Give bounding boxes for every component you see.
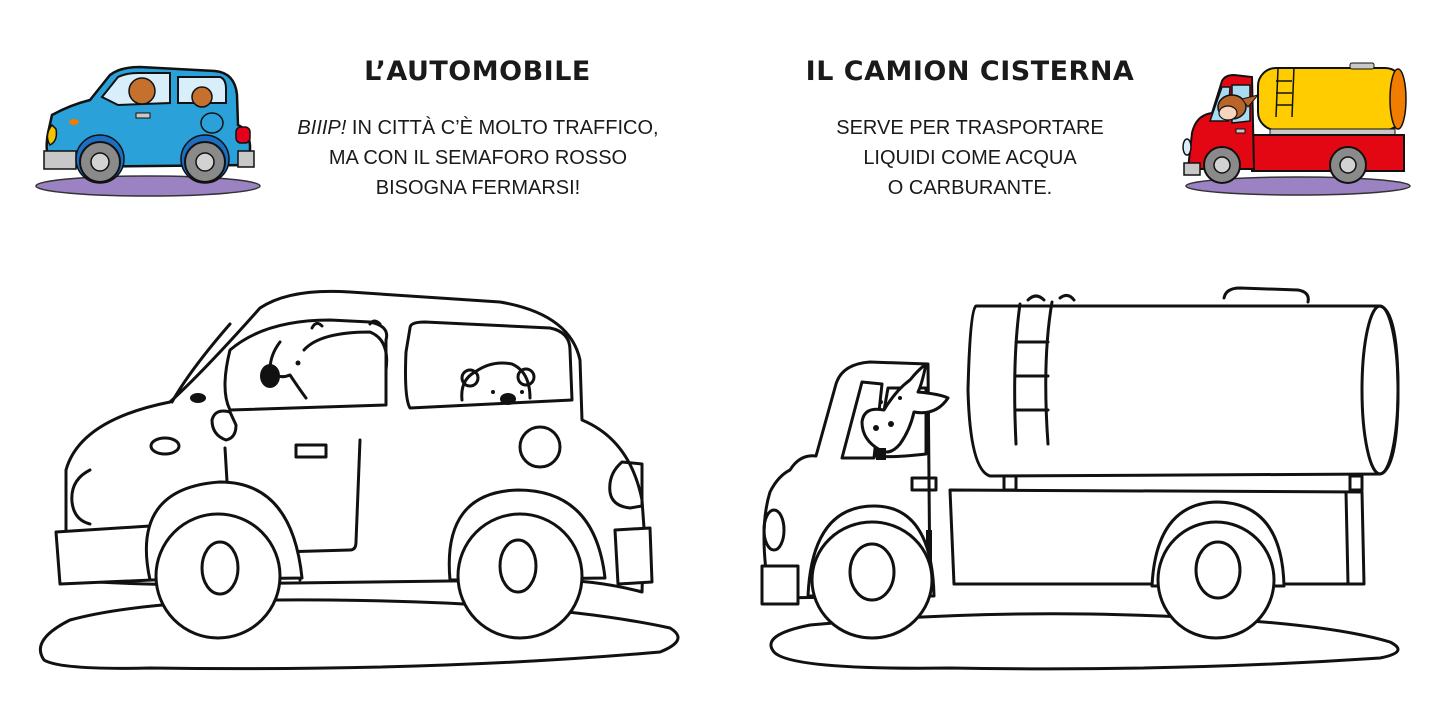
description-line-1: SERVE PER TRASPORTARE	[836, 117, 1104, 139]
sound-exclamation: BIIIP!	[297, 117, 347, 139]
tanker-coloring-outline[interactable]	[750, 280, 1420, 680]
description-line-2: MA CON IL SEMAFORO ROSSO	[328, 147, 628, 169]
car-thumbnail-illustration	[35, 65, 261, 197]
left-page: L’AUTOMOBILE BIIIP! IN CITTÀ C’È MOLTO T…	[0, 0, 722, 722]
right-page: IL CAMION CISTERNA SERVE PER TRASPORTARE…	[722, 0, 1445, 722]
tanker-thumbnail-illustration	[1182, 62, 1411, 196]
description-line-3: O CARBURANTE.	[887, 177, 1053, 199]
description-line-1: BIIIP! IN CITTÀ C’È MOLTO TRAFFICO,	[297, 117, 659, 139]
description-automobile: BIIIP! IN CITTÀ C’È MOLTO TRAFFICO, MA C…	[268, 113, 688, 203]
description-line-3: BISOGNA FERMARSI!	[375, 177, 581, 199]
car-coloring-outline[interactable]	[30, 280, 690, 680]
description-line-2: LIQUIDI COME ACQUA	[863, 147, 1077, 169]
page-title-tanker-truck: IL CAMION CISTERNA	[805, 56, 1135, 87]
page-title-automobile: L’AUTOMOBILE	[364, 56, 591, 87]
description-tanker-truck: SERVE PER TRASPORTARE LIQUIDI COME ACQUA…	[770, 113, 1170, 203]
